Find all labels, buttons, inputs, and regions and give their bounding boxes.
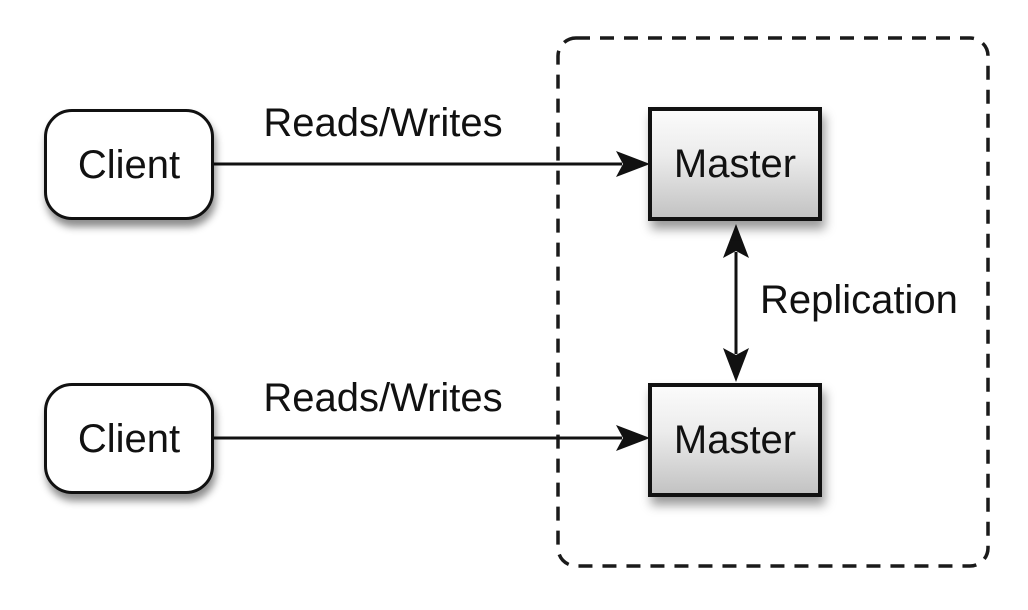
client-node-label: Client	[77, 142, 181, 187]
reads-writes-bottom-arrow	[214, 425, 650, 451]
replication-arrow	[723, 224, 749, 382]
arrowhead-right-icon	[616, 151, 650, 177]
client-node-label: Client	[77, 416, 181, 461]
arrowhead-down-icon	[723, 348, 749, 382]
master-node-top: Master	[648, 107, 822, 221]
arrowhead-right-icon	[616, 425, 650, 451]
master-node-bottom: Master	[648, 383, 822, 497]
reads-writes-bottom-label: Reads/Writes	[263, 376, 503, 420]
client-node-bottom: Client	[44, 383, 214, 494]
reads-writes-top-arrow	[214, 151, 650, 177]
master-node-label: Master	[673, 418, 797, 462]
client-node-top: Client	[44, 109, 214, 220]
reads-writes-top-label: Reads/Writes	[263, 101, 503, 145]
replication-boundary-dashed-box	[556, 36, 990, 568]
master-node-label: Master	[673, 142, 797, 186]
replication-label: Replication	[760, 278, 958, 322]
arrowhead-up-icon	[723, 224, 749, 258]
